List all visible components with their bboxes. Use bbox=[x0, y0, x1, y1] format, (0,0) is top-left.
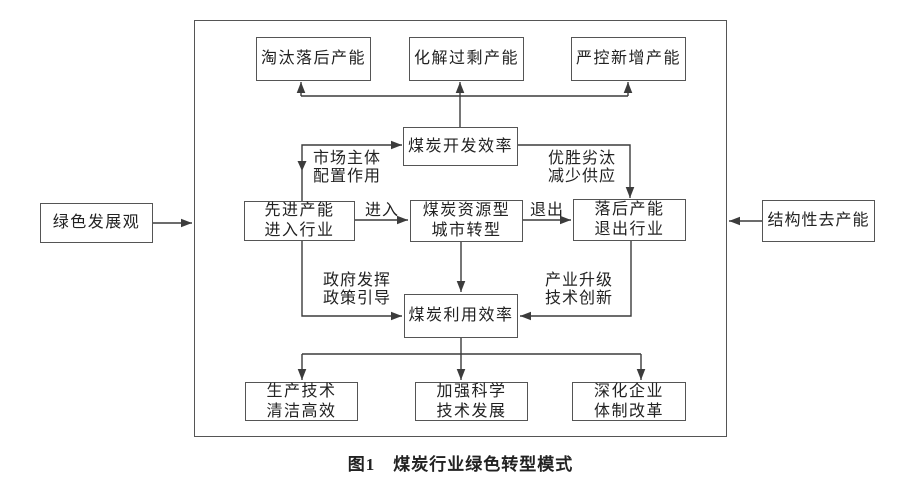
node-strengthen-science-tech: 加强科学 技术发展 bbox=[415, 382, 528, 421]
node-eliminate-outdated-capacity: 淘汰落后产能 bbox=[256, 37, 371, 81]
node-coal-utilization-efficiency: 煤炭利用效率 bbox=[404, 294, 518, 338]
edge-label-industry-innovation: 产业升级 技术创新 bbox=[544, 272, 613, 307]
edge-label-survival-supply: 优胜劣汰 减少供应 bbox=[547, 150, 616, 185]
node-structural-decapacity: 结构性去产能 bbox=[762, 200, 875, 242]
node-backward-capacity-exit: 落后产能 退出行业 bbox=[573, 199, 686, 241]
arrow-backward-exit-to-util bbox=[520, 241, 632, 321]
edge-label-exit: 退出 bbox=[529, 202, 564, 219]
figure-caption: 图1 煤炭行业绿色转型模式 bbox=[347, 455, 574, 474]
node-advanced-capacity-entry: 先进产能 进入行业 bbox=[244, 201, 355, 241]
node-green-development-concept: 绿色发展观 bbox=[40, 203, 153, 243]
node-control-new-capacity: 严控新增产能 bbox=[571, 37, 686, 81]
arrow-dev-to-backward-exit bbox=[518, 144, 635, 198]
edge-label-enter: 进入 bbox=[364, 202, 399, 219]
node-clean-efficient-production: 生产技术 清洁高效 bbox=[245, 382, 358, 421]
arrow-advanced-entry-to-dev bbox=[301, 140, 402, 201]
node-coal-city-transition: 煤炭资源型 城市转型 bbox=[410, 200, 523, 242]
arrow-advanced-entry-to-util bbox=[301, 241, 402, 321]
edge-label-government-guidance: 政府发挥 政策引导 bbox=[322, 272, 391, 307]
node-resolve-excess-capacity: 化解过剩产能 bbox=[409, 37, 524, 81]
node-coal-development-efficiency: 煤炭开发效率 bbox=[403, 127, 518, 166]
edge-label-market-allocation: 市场主体 配置作用 bbox=[312, 150, 381, 185]
node-deepen-enterprise-reform: 深化企业 体制改革 bbox=[572, 382, 686, 421]
arrowhead-dev-to-advanced-entry bbox=[297, 161, 307, 171]
model-boundary bbox=[194, 20, 727, 437]
